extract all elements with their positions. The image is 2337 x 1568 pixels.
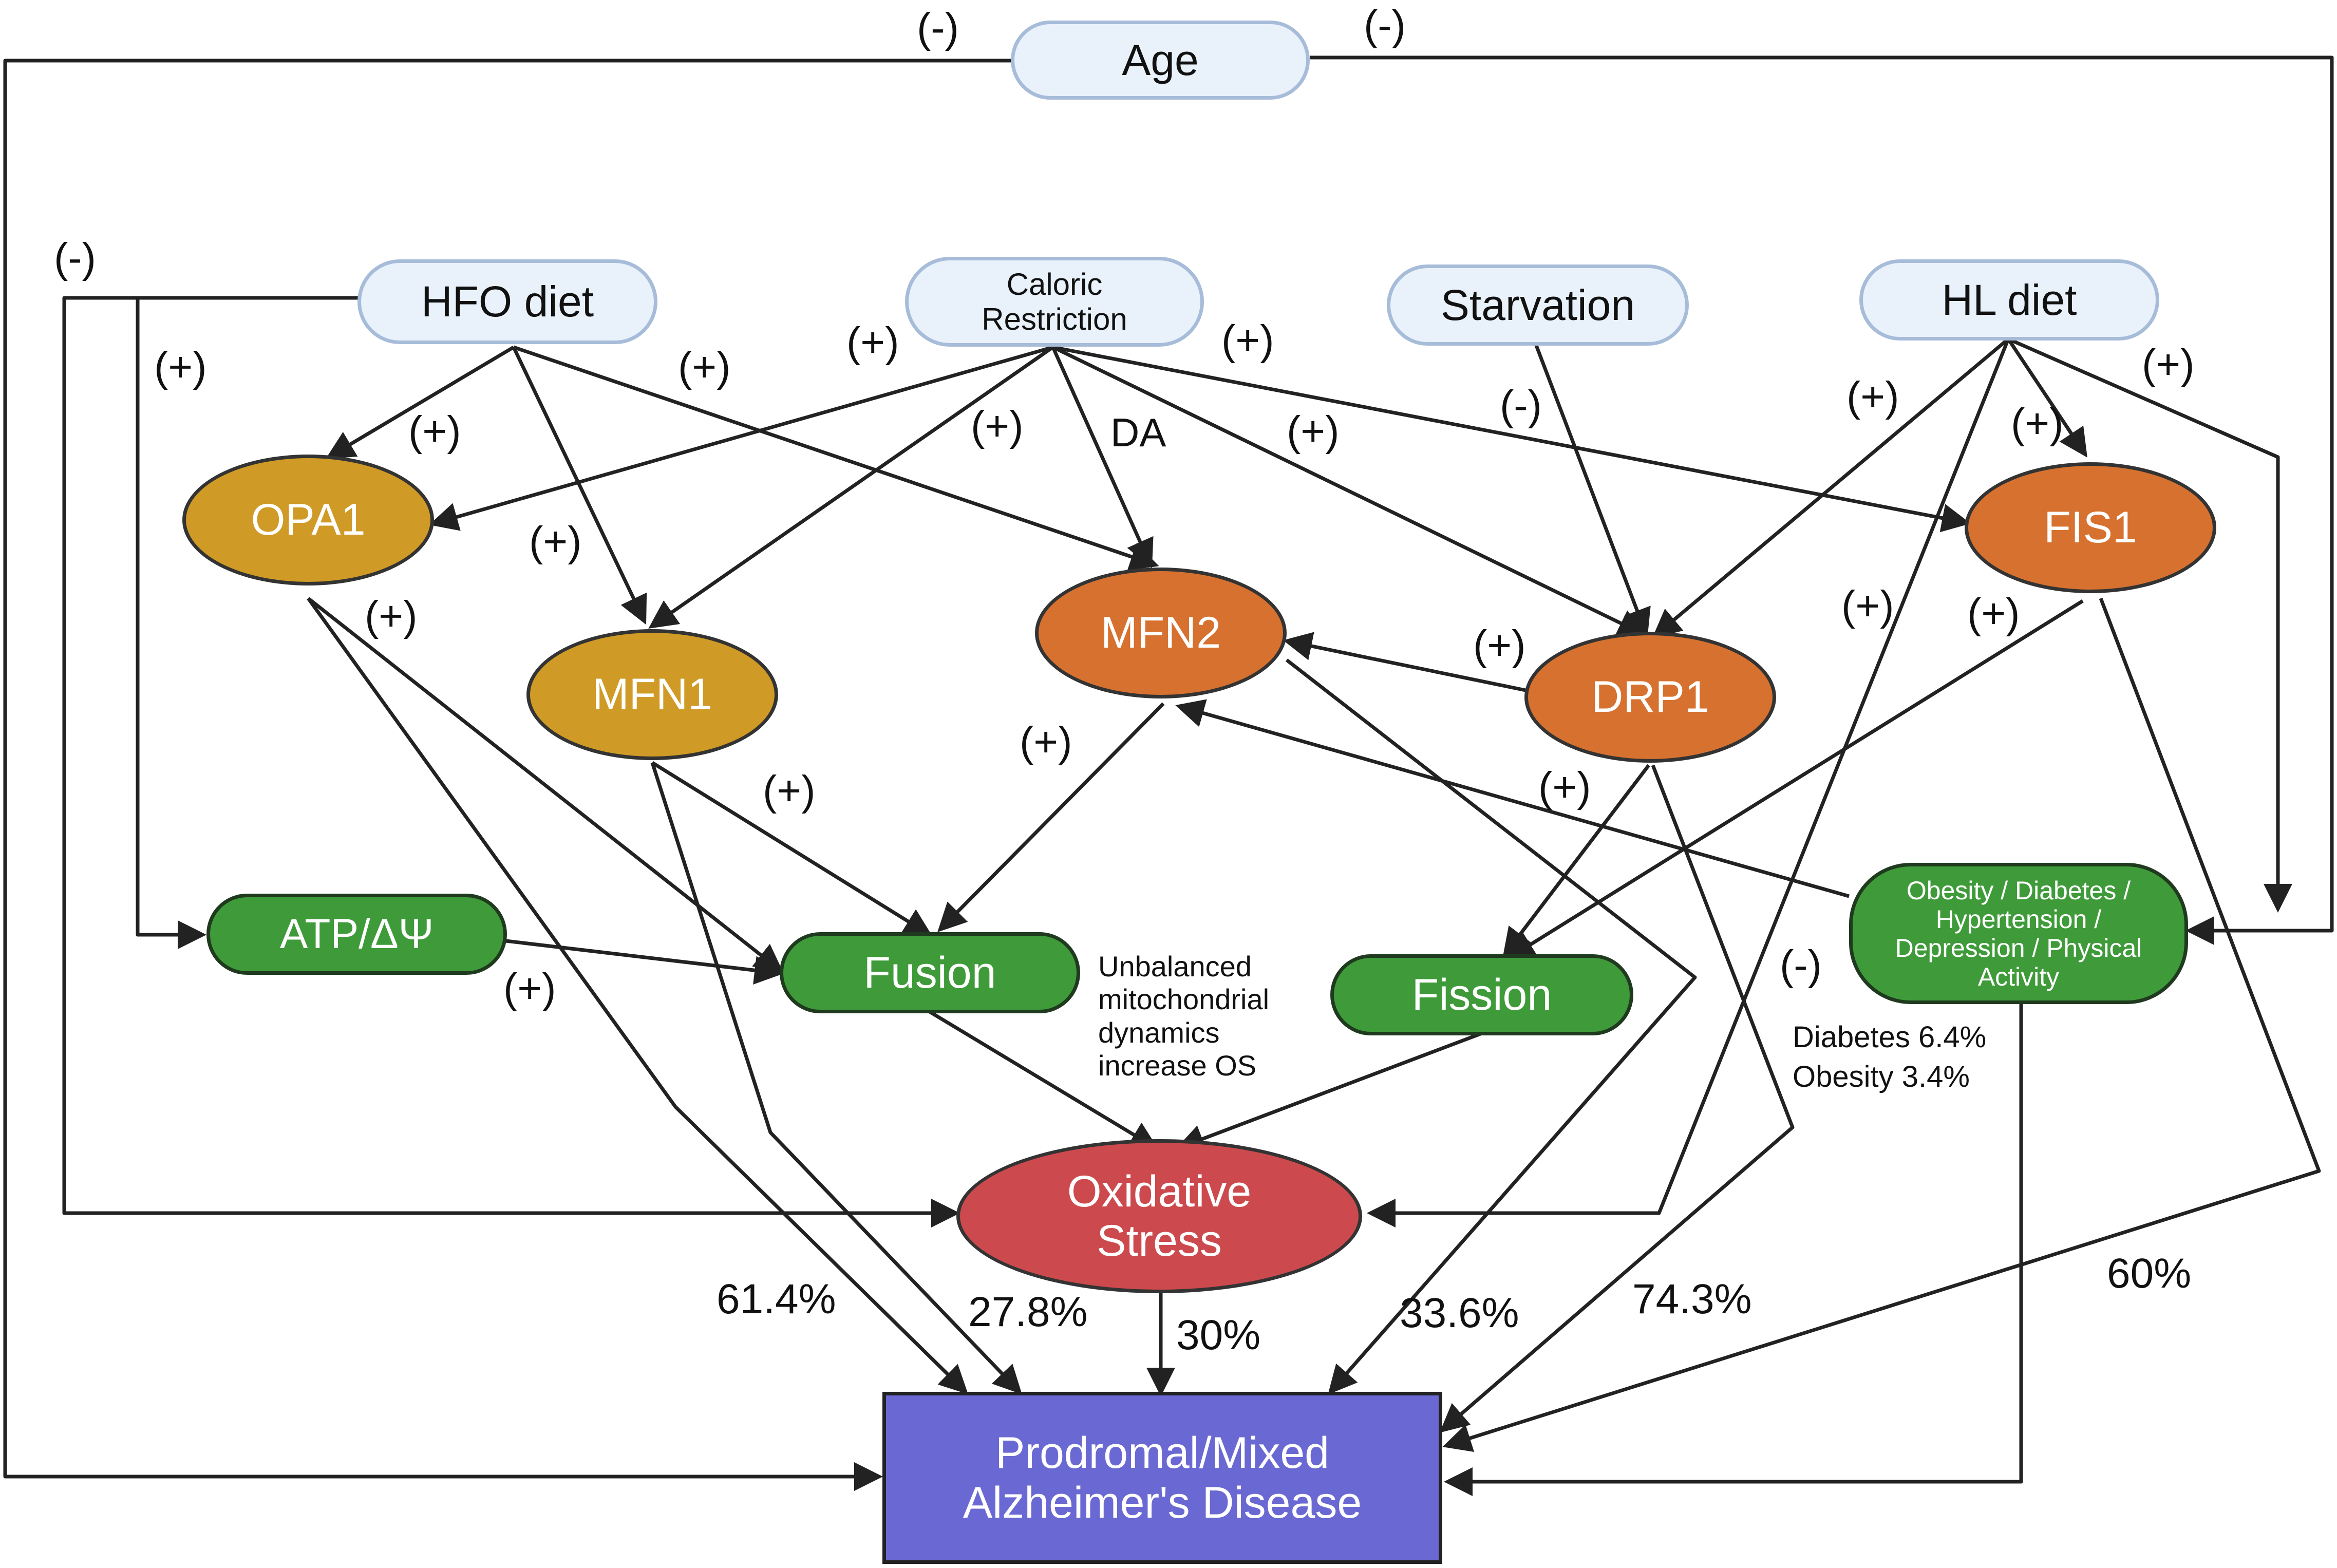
sign-age-right: (-) (1364, 2, 1406, 49)
edge-hfo-to-os (62, 296, 960, 1227)
fis1-node: FIS1 (1965, 462, 2216, 593)
edge-cr-to-opa1 (429, 345, 1053, 531)
pct-os-ad: 30% (1176, 1312, 1261, 1358)
fusion-node: Fusion (780, 932, 1080, 1013)
obesity-percentage: Obesity 3.4% (1793, 1060, 1970, 1093)
edge-hl-to-os (1367, 338, 2010, 1227)
mfn2-node: MFN2 (1035, 568, 1287, 698)
hl-diet-node: HL diet (1859, 259, 2159, 341)
edge-cr-to-fis1 (1052, 345, 1971, 533)
edge-mfn1-to-fusion (651, 761, 933, 937)
edge-fusion-to-os (929, 1010, 1159, 1150)
edge-drp1-to-fission (1502, 764, 1650, 957)
edge-mfn1-to-ad (650, 762, 1022, 1395)
sign-hl-drp1: (+) (1846, 373, 1899, 420)
edge-age-to-comorbidities (1310, 55, 2334, 945)
sign-cr-opa1: (+) (846, 319, 899, 366)
opa1-node: OPA1 (182, 455, 434, 585)
caloric-restriction-node: Caloric Restriction (905, 257, 1204, 347)
dopamine-label: DA (1110, 410, 1166, 455)
sign-opa1-fusion: (+) (365, 593, 418, 639)
sign-hfo-opa1: (+) (408, 408, 461, 455)
comorbidities-node: Obesity / Diabetes / Hypertension / Depr… (1849, 863, 2188, 1004)
unbalanced-dynamics-note: Unbalanced mitochondrial dynamics increa… (1098, 950, 1270, 1082)
diabetes-percentage: Diabetes 6.4% (1793, 1021, 1987, 1054)
edge-opa1-to-ad (307, 597, 968, 1394)
sign-hfo-os: (-) (54, 235, 96, 281)
sign-cr-mfn1: (+) (971, 403, 1024, 449)
edge-atp-to-fusion (505, 939, 783, 985)
edge-hfo-to-opa1 (325, 345, 515, 459)
atp-membrane-potential-node: ATP/ΔΨ (206, 894, 507, 975)
sign-fis1-fission: (+) (1967, 590, 2020, 637)
pct-opa1-ad: 61.4% (717, 1276, 836, 1323)
fission-node: Fission (1330, 954, 1633, 1035)
sign-mfn2-fusion: (+) (1020, 719, 1072, 765)
oxidative-stress-node: Oxidative Stress (956, 1139, 1362, 1293)
edge-fis1-to-fission (1506, 599, 2084, 960)
alzheimers-disease-node: Prodromal/Mixed Alzheimer's Disease (882, 1392, 1442, 1564)
sign-hfo-mfn2: (+) (678, 344, 731, 390)
edge-mfn2-to-fusion (937, 702, 1165, 932)
sign-hl-fis1: (+) (2011, 400, 2064, 447)
edge-opa1-to-fusion (307, 597, 784, 973)
edge-cr-to-mfn2 (1051, 346, 1154, 569)
sign-hl-os: (+) (1841, 582, 1894, 629)
age-node: Age (1011, 21, 1310, 100)
edge-cr-to-drp1 (1052, 345, 1647, 636)
edge-drp1-to-ad (1439, 764, 1795, 1433)
edge-drp1-to-mfn2 (1283, 632, 1529, 693)
starvation-node: Starvation (1387, 265, 1689, 346)
sign-hfo-atp: (+) (154, 344, 207, 390)
edge-age-to-ad (3, 59, 1014, 1491)
sign-atp-fusion: (+) (503, 965, 556, 1012)
drp1-node: DRP1 (1524, 632, 1776, 763)
edge-mfn2-to-ad (1285, 658, 1697, 1395)
sign-drp1-mfn2: (+) (1473, 622, 1526, 669)
hfo-diet-node: HFO diet (357, 259, 657, 344)
edge-comorbidities-to-mfn2 (1175, 699, 1850, 898)
edge-hl-to-fis1 (2007, 338, 2087, 458)
pct-fis1-ad: 60% (2107, 1250, 2192, 1297)
sign-cr-drp1: (+) (1287, 408, 1340, 455)
sign-starvation-drp1: (-) (1500, 382, 1542, 429)
edge-hfo-to-mfn1 (512, 346, 647, 625)
edge-fission-to-os (1175, 1031, 1483, 1153)
edge-hl-to-comorbidities (2007, 337, 2292, 913)
edge-starvation-to-drp1 (1534, 343, 1651, 638)
mfn1-node: MFN1 (526, 629, 778, 760)
pct-hl-ad: 74.3% (1632, 1276, 1752, 1323)
sign-cr-fis1: (+) (1221, 317, 1274, 364)
sign-mfn1-fusion: (+) (763, 767, 816, 814)
edge-hfo-to-mfn2 (513, 345, 1159, 571)
edge-hl-to-drp1 (1652, 337, 2010, 638)
sign-hfo-mfn1: (+) (529, 518, 582, 565)
sign-hl-comorbidities: (+) (2142, 341, 2195, 388)
sign-age-left: (-) (917, 5, 959, 51)
edge-fis1-to-ad (1442, 597, 2321, 1452)
pct-mfn1-ad: 27.8% (968, 1289, 1088, 1335)
edge-comorbidities-to-ad (1444, 1003, 2023, 1496)
edge-hfo-to-atp (136, 298, 206, 949)
pct-mfn2-ad: 33.6% (1400, 1290, 1519, 1336)
edge-cr-to-mfn1 (648, 346, 1054, 629)
sign-comorbidities-mfn2: (-) (1780, 942, 1822, 989)
sign-drp1-fission: (+) (1538, 764, 1591, 810)
